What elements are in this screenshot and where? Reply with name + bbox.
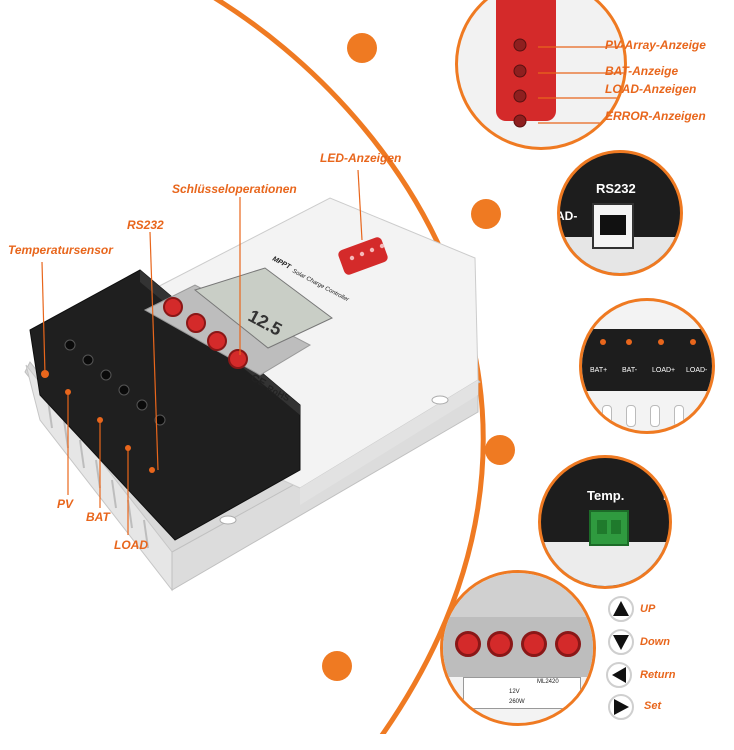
buttons-detail-model: ML2420 — [537, 679, 559, 685]
control-label-set: Set — [644, 700, 662, 712]
rs232-detail-side: AD- — [557, 209, 578, 223]
callout-temperature-sensor: Temperatursensor — [8, 243, 113, 257]
callout-bat: BAT — [86, 510, 110, 524]
up-button-icon — [608, 596, 634, 622]
buttons-detail-voltage: 12V — [509, 689, 520, 695]
terminals-detail-circle: BAT+ BAT- LOAD+ LOAD- — [579, 298, 715, 434]
rs232-detail-title: RS232 — [596, 181, 636, 196]
arc-dot-4 — [322, 651, 352, 681]
temp-detail-side: P — [663, 488, 672, 503]
terminal-label-load-minus: LOAD- — [686, 367, 708, 374]
buttons-detail-circle: ML2420 12V 260W — [440, 570, 596, 726]
led-label-load: LOAD-Anzeigen — [605, 82, 697, 96]
temp-terminal-block — [589, 510, 629, 546]
arc-dot-2 — [471, 199, 501, 229]
terminal-label-bat-minus: BAT- — [622, 367, 638, 374]
down-button-icon — [608, 629, 634, 655]
arc-dot-1 — [347, 33, 377, 63]
terminal-label-load-plus: LOAD+ — [652, 367, 676, 374]
led-detail-circle — [455, 0, 627, 150]
rs232-detail-circle: RS232 AD- — [557, 150, 683, 276]
arc-dot-3 — [485, 435, 515, 465]
callout-pv: PV — [57, 497, 74, 511]
charge-controller-device: 12.5 MPPT Solar Charge Controller CE RoH… — [24, 169, 481, 592]
led-label-bat: BAT-Anzeige — [605, 64, 679, 78]
buttons-detail-power: 260W — [509, 699, 525, 705]
callout-rs232: RS232 — [127, 218, 164, 232]
terminal-label-bat-plus: BAT+ — [590, 367, 608, 374]
device-buttons — [163, 297, 248, 369]
control-label-down: Down — [640, 636, 670, 648]
led-label-pv-array: PV-Array-Anzeige — [605, 38, 706, 52]
rs232-port — [592, 203, 634, 249]
led-label-error: ERROR-Anzeigen — [605, 109, 706, 123]
temp-detail-title: Temp. — [587, 488, 625, 503]
callout-led-indicators: LED-Anzeigen — [320, 151, 402, 165]
callout-key-operations: Schlüsseloperationen — [172, 182, 297, 196]
temp-detail-circle: Temp. P — [538, 455, 672, 589]
device-led-group — [338, 237, 388, 275]
control-label-return: Return — [640, 669, 676, 681]
control-label-up: UP — [640, 603, 656, 615]
return-button-icon — [606, 662, 632, 688]
set-button-icon — [608, 694, 634, 720]
callout-load: LOAD — [114, 538, 148, 552]
